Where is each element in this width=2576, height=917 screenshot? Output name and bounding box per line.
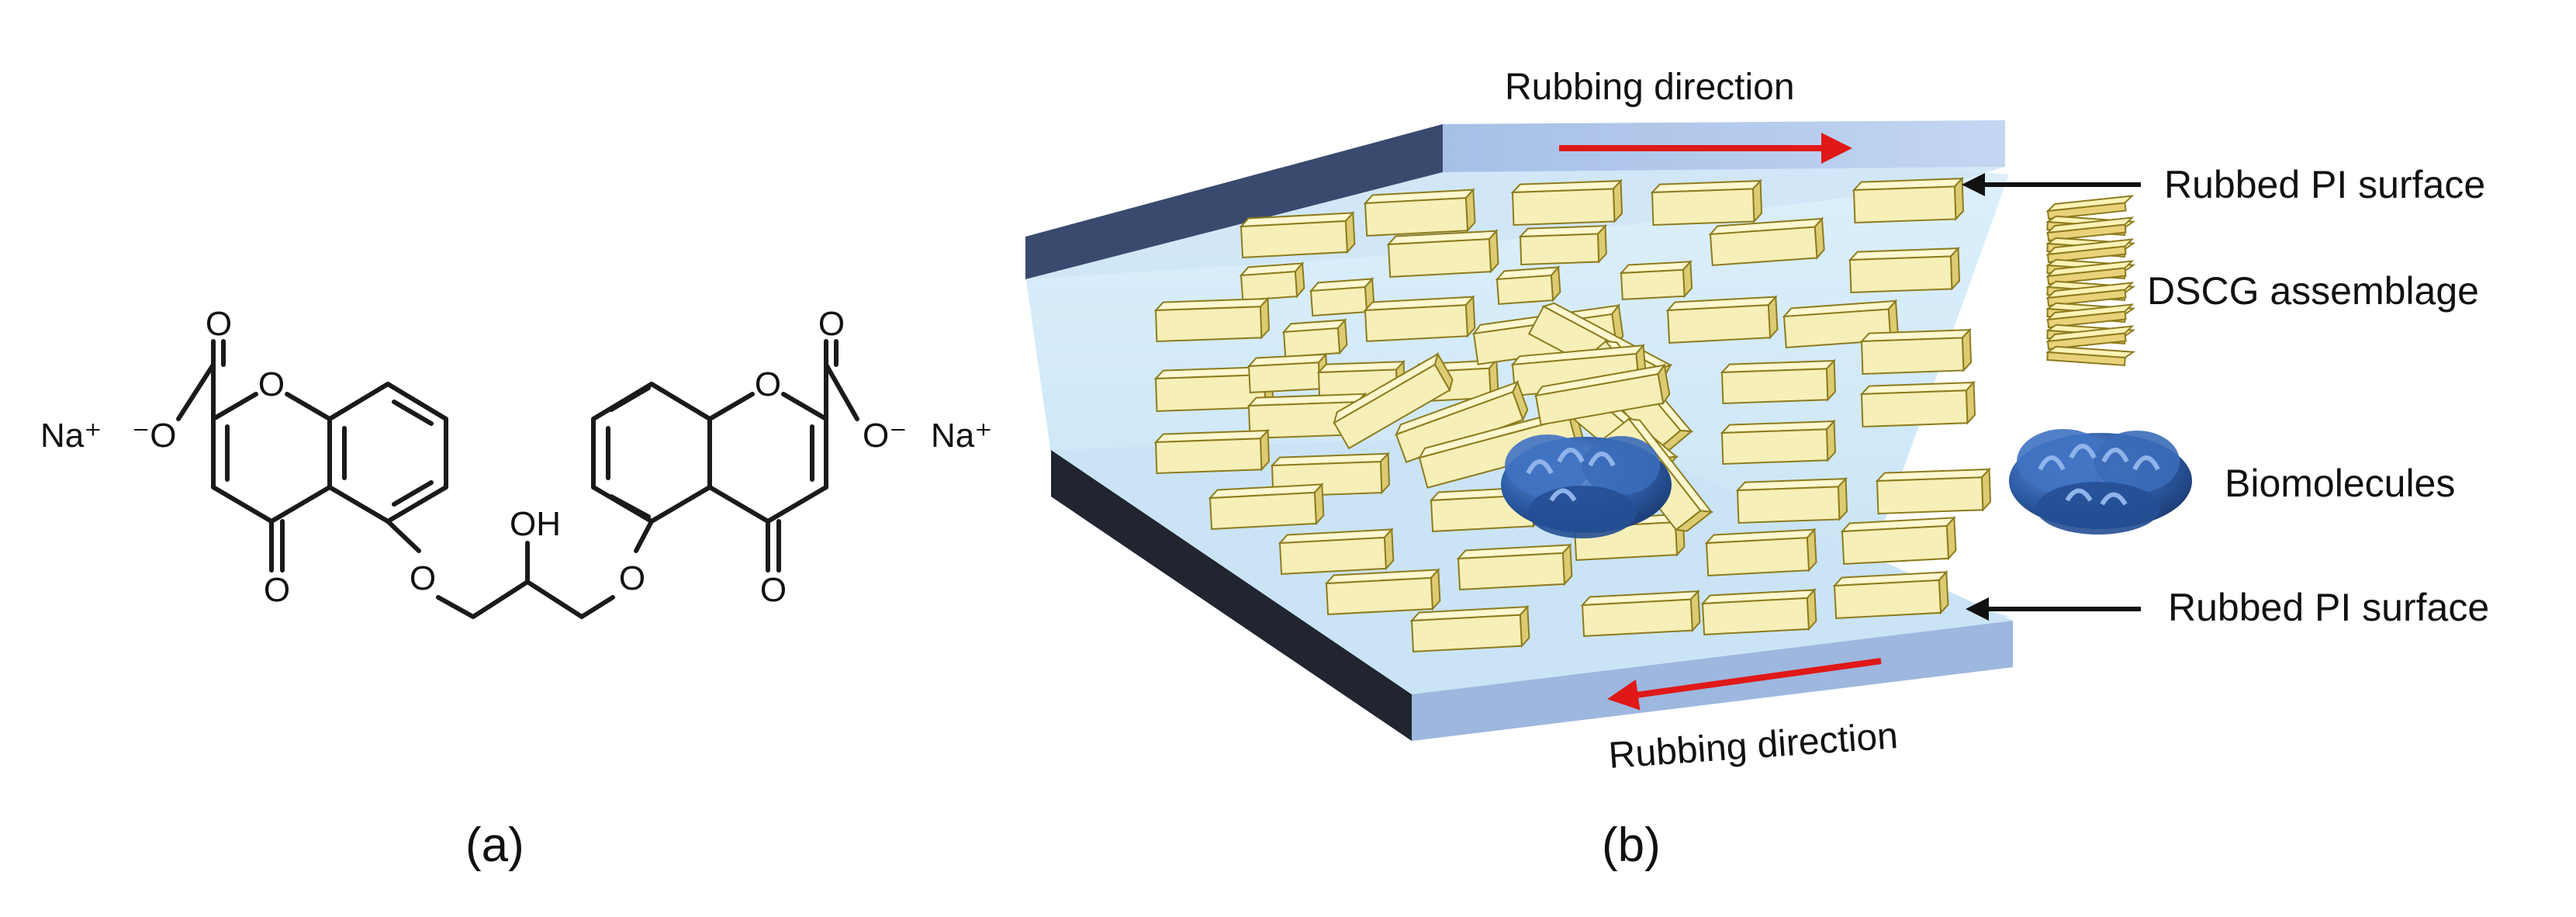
top-plate-side [1025, 124, 1443, 279]
dscg-brick [1239, 261, 1305, 301]
dscg-brick [1708, 216, 1825, 266]
assemblage-layer [2045, 216, 2135, 242]
rubbing-direction-top: Rubbing direction [1505, 67, 1795, 108]
biomolecule-in-cell [1501, 434, 1672, 538]
left-carbonyl-oxygen: O [264, 571, 290, 609]
dscg-brick [1281, 317, 1348, 358]
dscg-brick [1208, 482, 1325, 530]
rubbed-pi-surface-top: Rubbed PI surface [2164, 163, 2485, 206]
left-ether-oxygen: O [410, 559, 436, 597]
left-benzene-ring [327, 382, 448, 524]
bottom-plate-edge [1051, 450, 1412, 741]
right-carboxyl-oxygen: O [818, 305, 845, 343]
right-carboxyl-bonds [824, 362, 859, 421]
dscg-brick [1456, 542, 1573, 590]
assemblage-layer [2045, 325, 2135, 351]
dscg-brick [1720, 419, 1836, 465]
right-benzene-double-3 [609, 494, 651, 519]
dscg-brick [1518, 223, 1607, 266]
right-ring-o-bond-a [707, 392, 755, 421]
lc-cell-schematic: Rubbing direction Rubbing direction Rubb… [1025, 67, 2489, 872]
na-right: Na⁺ [931, 417, 992, 455]
dscg-brick [1840, 515, 1957, 565]
left-benzene-double-2 [392, 480, 434, 507]
dscg-brick [1650, 178, 1763, 227]
dscg-brick [1665, 295, 1779, 344]
dscg-brick [1395, 379, 1529, 463]
left-ring-o-bond-a [285, 392, 332, 421]
left-ring-oxygen: O [258, 365, 285, 403]
left-benzene-double-1 [392, 400, 434, 426]
left-carboxyl-oxygen: O [206, 305, 232, 343]
assemblage-layer [2045, 303, 2135, 329]
hydroxyl-label: OH [510, 505, 561, 543]
dscg-brick [1848, 246, 1961, 294]
dscg-brick [1510, 178, 1623, 227]
dscg-brick [1859, 327, 1973, 375]
dscg-brick [1852, 176, 1965, 224]
rubbing-direction-bottom: Rubbing direction [1607, 715, 1899, 777]
dscg-brick [1875, 467, 1992, 515]
right-benzene-double-2 [609, 386, 651, 412]
dscg-brick [1735, 476, 1848, 524]
glycerol-chain [436, 580, 615, 619]
dscg-brick [1859, 380, 1976, 428]
dscg-assemblage-label: DSCG assemblage [2147, 269, 2479, 313]
dscg-brick [1704, 528, 1817, 576]
na-left: Na⁺ [40, 417, 102, 455]
panel-a-labels: Na⁺ ⁻O Na⁺ O⁻ (a) [40, 417, 992, 872]
bottom-plate-face [1412, 621, 2013, 741]
caption-b: (b) [1602, 818, 1661, 872]
biomolecules-label: Biomolecules [2225, 462, 2455, 505]
dscg-brick [1324, 567, 1441, 615]
dscg-brick [1153, 428, 1270, 475]
rubbing-arrow-bottom [1607, 658, 1882, 711]
left-carboxyl-bonds [176, 362, 216, 421]
dscg-brick [1239, 210, 1356, 258]
left-pyranone-ring [211, 392, 332, 524]
dscg-brick [1363, 188, 1476, 237]
right-pyranone-ring [707, 392, 828, 524]
dscg-brick [1409, 604, 1530, 652]
right-ether-oxygen: O [619, 559, 645, 597]
dscg-brick [1333, 351, 1454, 450]
dscg-brick [1247, 352, 1329, 394]
dscg-brick [1832, 569, 1949, 619]
dscg-brick [1278, 527, 1395, 575]
assemblage-layer [2045, 238, 2135, 264]
assemblage-layer [2045, 345, 2136, 367]
assemblage-layer [2045, 282, 2135, 307]
carboxylate-o-right: O⁻ [863, 417, 907, 455]
dscg-brick [1495, 265, 1561, 305]
dscg-assemblage-icon [2045, 195, 2136, 367]
biomolecule-legend-icon [2009, 429, 2192, 535]
right-ether-bond [634, 519, 654, 553]
dscg-brick [1720, 358, 1836, 405]
right-benzene-ring [591, 382, 712, 524]
rubbed-pi-surface-bottom: Rubbed PI surface [2168, 586, 2489, 629]
dscg-brick [1363, 295, 1476, 342]
right-ring-oxygen: O [755, 365, 781, 403]
assemblage-layer [2045, 260, 2135, 285]
dscg-brick [1386, 229, 1499, 278]
dscg-brick [1700, 587, 1817, 635]
right-carbonyl-oxygen: O [760, 571, 787, 609]
dscg-brick [1580, 589, 1701, 637]
dscg-brick [1533, 363, 1671, 426]
dscg-brick [1619, 259, 1693, 301]
dscg-brick [1153, 296, 1270, 343]
assemblage-layer [2045, 195, 2135, 220]
left-ether-bond [386, 519, 421, 553]
carboxylate-o-left: ⁻O [132, 417, 176, 455]
caption-a: (a) [465, 818, 524, 872]
